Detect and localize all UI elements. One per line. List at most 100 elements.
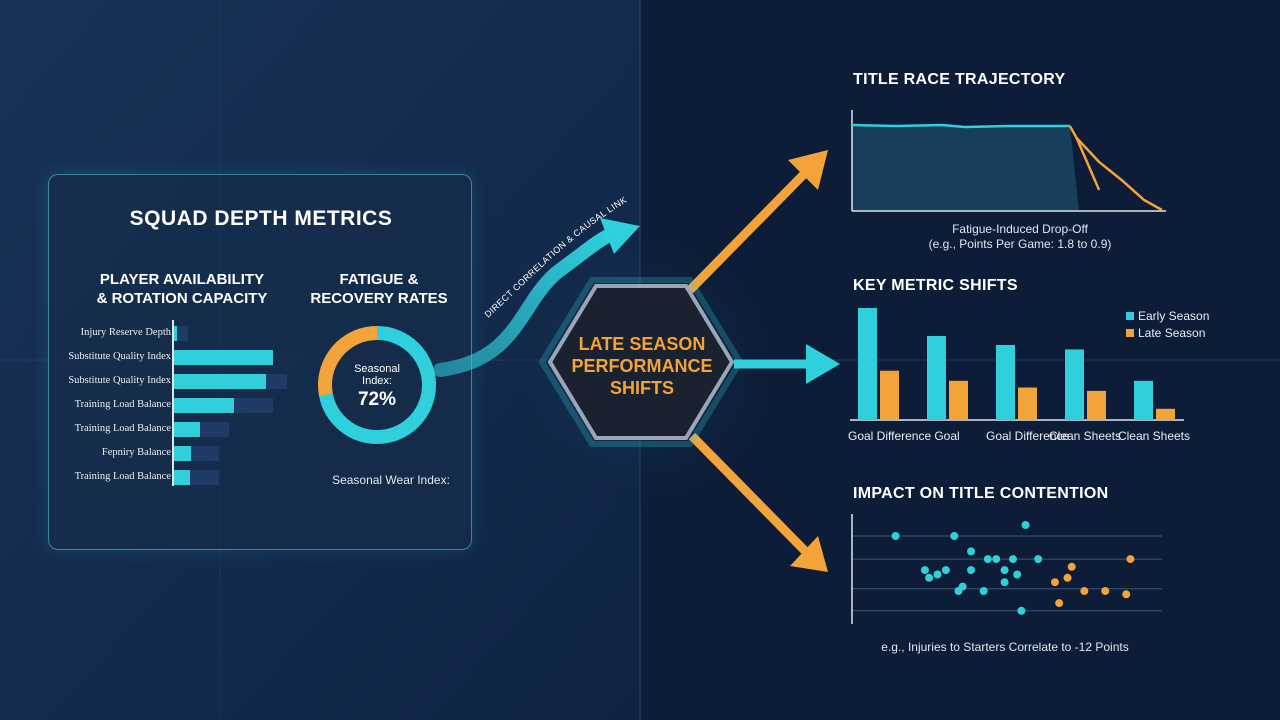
bar-late-season — [1018, 387, 1037, 420]
bar-label: Substitute Quality Index — [68, 351, 171, 362]
legend-late: Late Season — [1138, 326, 1206, 340]
scatter-point-early — [967, 566, 976, 575]
bar-fill — [174, 374, 266, 389]
center-label: LATE SEASON PERFORMANCE SHIFTS — [560, 333, 724, 399]
scatter-point-late — [1055, 599, 1064, 608]
squad-depth-panel: SQUAD DEPTH METRICS PLAYER AVAILABILITY … — [48, 174, 472, 550]
bar-row: Training Load Balance — [53, 422, 313, 438]
bar-early-season — [1065, 349, 1084, 420]
category-label: Goal — [934, 429, 960, 443]
category-label: Clean Sheets — [1048, 429, 1122, 443]
impact-caption: e.g., Injuries to Starters Correlate to … — [881, 640, 1129, 654]
seasonal-wear-label: Seasonal Wear Index: — [332, 473, 450, 487]
bar-early-season — [858, 308, 877, 420]
bar-row: Injury Reserve Depth — [53, 326, 313, 342]
bar-label: Injury Reserve Depth — [80, 327, 171, 338]
bar-early-season — [996, 344, 1015, 420]
correlation-label: DIRECT CORRELATION & CAUSAL LINKS — [0, 0, 629, 320]
scatter-point-early — [1034, 555, 1043, 564]
center-label-line2: PERFORMANCE — [571, 356, 713, 376]
scatter-point-early — [979, 587, 988, 595]
gauge-value: 72% — [357, 389, 397, 410]
panel-title: SQUAD DEPTH METRICS — [129, 207, 393, 230]
center-hexagon — [547, 284, 735, 440]
scatter-point-early — [1021, 521, 1030, 529]
scatter-point-late — [1122, 590, 1131, 599]
orange-arrow-up — [686, 166, 812, 294]
trajectory-line-drop-branch — [1075, 137, 1101, 191]
trajectory-line-early — [851, 123, 1070, 129]
scatter-point-early — [925, 573, 934, 582]
scatter-point-early — [1017, 606, 1026, 615]
correlation-arrow — [433, 227, 619, 377]
fatigue-gauge — [318, 326, 436, 444]
bar-late-season — [949, 380, 968, 420]
scatter-point-early — [1009, 555, 1017, 564]
scatter-point-early — [941, 566, 950, 575]
scatter-point-late — [1050, 578, 1059, 587]
gauge-label-line2: Index: — [362, 375, 392, 387]
title-race-caption-line1: Fatigue-Induced Drop-Off — [952, 222, 1088, 236]
bar-fill — [174, 446, 192, 461]
scatter-point-late — [1126, 555, 1135, 564]
scatter-point-early — [1000, 578, 1009, 587]
bar-early-season — [1134, 380, 1153, 420]
bar-late-season — [880, 370, 899, 420]
availability-title-line2: & ROTATION CAPACITY — [96, 290, 268, 307]
bar-label: Fepniry Balance — [101, 447, 171, 458]
legend-early: Early Season — [1138, 309, 1210, 323]
key-metrics-title: KEY METRIC SHIFTS — [853, 277, 1018, 294]
center-label-line3: SHIFTS — [609, 378, 674, 398]
cyan-arrow-right-head — [806, 344, 840, 384]
legend-swatch-early — [1126, 312, 1134, 320]
correlation-arrow-head — [600, 218, 640, 254]
bar-label: Substitute Quality Index — [68, 375, 171, 386]
scatter-point-early — [933, 570, 942, 579]
title-race-caption-line2: (e.g., Points Per Game: 1.8 to 0.9) — [928, 237, 1112, 251]
bar-fill — [174, 422, 200, 437]
impact-chart — [851, 514, 1162, 624]
trajectory-line-drop — [1068, 125, 1163, 212]
center-hexagon-glow — [538, 277, 744, 447]
scatter-point-early — [950, 532, 959, 540]
correlation-label-text: DIRECT CORRELATION & CAUSAL LINKS — [0, 0, 628, 320]
gauge-label: Seasonal Index: — [345, 363, 409, 387]
fatigue-title-line1: FATIGUE & — [339, 271, 419, 288]
bar-label: Training Load Balance — [74, 399, 171, 410]
bar-fill — [174, 470, 191, 485]
orange-arrow-down — [688, 432, 814, 560]
bar-label: Training Load Balance — [74, 471, 171, 482]
title-race-caption: Fatigue-Induced Drop-Off (e.g., Points P… — [900, 222, 1140, 252]
category-label: Goal Difference — [848, 429, 932, 443]
bar-fill — [174, 326, 178, 341]
title-race-title: TITLE RACE TRAJECTORY — [853, 71, 1066, 88]
bar-label: Training Load Balance — [74, 423, 171, 434]
scatter-point-early — [992, 555, 1001, 564]
scatter-point-early — [958, 582, 967, 591]
availability-title: PLAYER AVAILABILITY & ROTATION CAPACITY — [79, 270, 285, 308]
gauge-label-line1: Seasonal — [354, 363, 400, 375]
scatter-point-early — [891, 532, 900, 540]
scatter-point-late — [1063, 573, 1072, 582]
bar-early-season — [927, 336, 946, 420]
scatter-point-early — [1000, 566, 1009, 575]
bar-late-season — [1087, 390, 1106, 420]
availability-title-line1: PLAYER AVAILABILITY — [99, 271, 265, 288]
bar-late-season — [1156, 408, 1175, 420]
bar-fill — [174, 350, 273, 365]
impact-title: IMPACT ON TITLE CONTENTION — [853, 485, 1109, 502]
fatigue-title-line2: RECOVERY RATES — [310, 290, 448, 307]
bar-row: Substitute Quality Index — [53, 374, 313, 390]
scatter-point-early — [983, 555, 992, 564]
bar-row: Training Load Balance — [53, 470, 313, 486]
fatigue-title: FATIGUE & RECOVERY RATES — [299, 270, 459, 308]
orange-arrow-down-head — [790, 536, 828, 572]
key-metrics-chart — [850, 308, 1184, 421]
scatter-point-early — [1013, 570, 1022, 579]
orange-arrow-up-head — [788, 150, 828, 190]
category-label: Clean Sheets — [1117, 429, 1191, 443]
scatter-point-late — [1067, 562, 1076, 571]
bar-row: Fepniry Balance — [53, 446, 313, 462]
